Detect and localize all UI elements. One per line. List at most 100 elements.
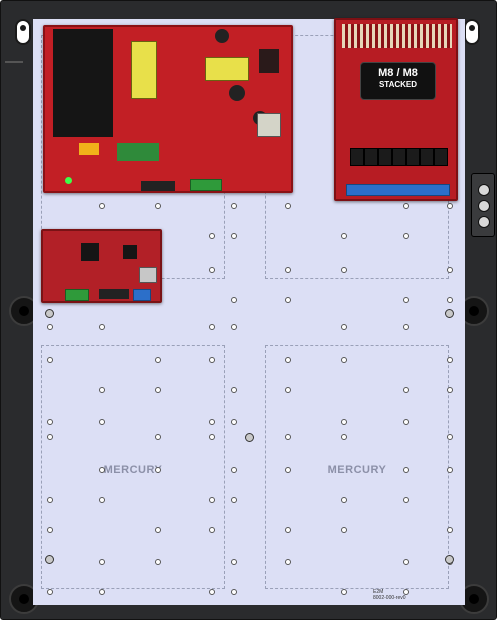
standoff-hole [341,589,347,595]
standoff-hole [209,324,215,330]
standoff-hole [155,357,161,363]
standoff-hole [341,324,347,330]
standoff-hole [209,589,215,595]
standoff-hole [341,434,347,440]
standoff-hole [285,203,291,209]
standoff-hole [285,387,291,393]
chip [123,245,137,259]
standoff-hole [285,357,291,363]
standoff-hole [209,497,215,503]
screw [245,433,254,442]
standoff-hole [155,203,161,209]
relay [406,148,420,166]
heatsink [53,29,113,137]
standoff-hole [231,559,237,565]
tamper-contact [478,184,490,196]
standoff-hole [403,419,409,425]
standoff-hole [341,233,347,239]
standoff-hole [155,559,161,565]
standoff-hole [447,203,453,209]
standoff-hole [341,497,347,503]
standoff-hole [447,434,453,440]
standoff-hole [231,467,237,473]
screw [45,309,54,318]
standoff-hole [47,357,53,363]
dip-switch[interactable] [133,289,151,301]
led-green [65,177,72,184]
connector-header[interactable] [99,289,129,299]
standoff-hole [47,419,53,425]
standoff-hole [231,233,237,239]
capacitor [215,29,229,43]
standoff-hole [99,203,105,209]
standoff-hole [285,297,291,303]
standoff-hole [447,357,453,363]
standoff-hole [341,527,347,533]
standoff-hole [403,387,409,393]
relay [420,148,434,166]
standoff-hole [231,589,237,595]
standoff-hole [341,419,347,425]
terminal-block-io[interactable] [65,289,89,301]
standoff-hole [231,387,237,393]
keyhole-mount-right [464,19,480,45]
pcb-module [117,143,159,161]
standoff-hole [99,497,105,503]
inductor [257,113,281,137]
standoff-hole [47,324,53,330]
relay [350,148,364,166]
connector-header[interactable] [141,181,175,191]
standoff-hole [285,467,291,473]
standoff-hole [99,467,105,473]
standoff-hole [447,297,453,303]
standoff-hole [155,434,161,440]
standoff-hole [285,559,291,565]
standoff-hole [47,434,53,440]
standoff-hole [47,497,53,503]
part-number-label: E2M 8002-000-rev0 [373,589,406,601]
standoff-hole [209,527,215,533]
controller-board [41,229,162,303]
capacitor [229,85,245,101]
standoff-hole [47,527,53,533]
transformer-left [131,41,157,99]
standoff-hole [155,467,161,473]
standoff-hole [209,357,215,363]
standoff-hole [447,267,453,273]
tamper-contact [478,200,490,212]
relay-block [259,49,279,73]
standoff-hole [99,324,105,330]
standoff-hole [231,419,237,425]
mount-zone-bottom-right: MERCURY [265,345,449,589]
mercury-zone-label: MERCURY [103,464,163,476]
standoff-hole [285,434,291,440]
standoff-hole [231,297,237,303]
standoff-hole [209,233,215,239]
standoff-hole [99,419,105,425]
standoff-hole [155,387,161,393]
standoff-hole [155,527,161,533]
standoff-hole [447,467,453,473]
standoff-hole [447,387,453,393]
terminal-block-relay-outputs[interactable] [346,184,450,196]
standoff-hole [231,203,237,209]
standoff-hole [341,357,347,363]
standoff-hole [99,387,105,393]
standoff-hole [47,589,53,595]
mount-zone-bottom-left: MERCURY [41,345,225,589]
keyhole-mount-left [15,19,31,45]
tamper-contact [478,216,490,228]
standoff-hole [403,324,409,330]
standoff-hole [403,467,409,473]
standoff-hole [341,267,347,273]
relay [378,148,392,166]
standoff-hole [403,203,409,209]
ethernet-port[interactable] [139,267,157,283]
tamper-switch[interactable] [471,173,495,237]
terminal-block-power[interactable] [190,179,222,191]
screw [445,309,454,318]
standoff-hole [285,267,291,273]
standoff-hole [403,497,409,503]
transformer-right [205,57,249,81]
